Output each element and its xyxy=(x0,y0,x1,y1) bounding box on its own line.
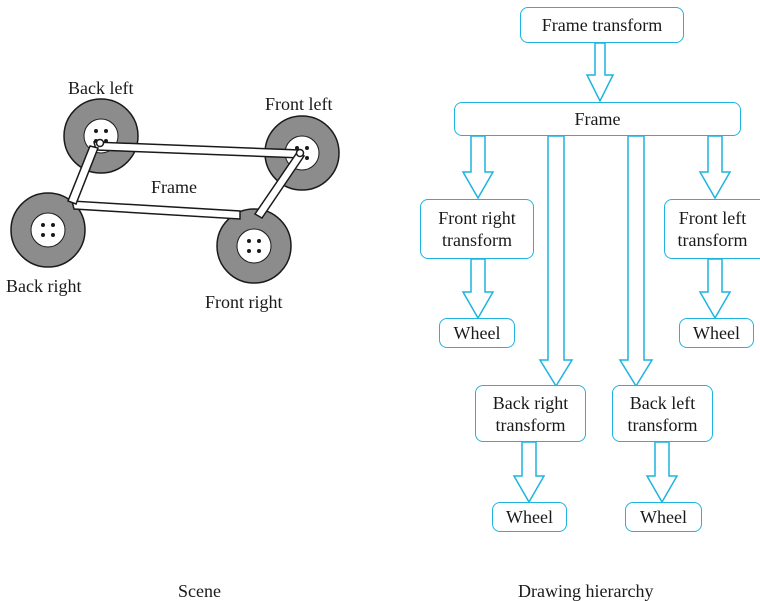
back-right-transform-node: Back right transform xyxy=(475,385,586,442)
frame-node: Frame xyxy=(454,102,741,136)
wheel-front-right-node: Wheel xyxy=(439,318,515,348)
wheel-front-right xyxy=(216,208,292,284)
frame-bars xyxy=(67,138,306,220)
front-right-transform-node: Front right transform xyxy=(420,199,534,259)
wheel-back-right xyxy=(10,192,86,268)
hierarchy-caption: Drawing hierarchy xyxy=(518,581,654,601)
arrow-frame-to-back-left-transform xyxy=(618,135,654,388)
back-left-label: Back left xyxy=(68,78,134,98)
arrow-frame-to-front-right-transform xyxy=(461,135,495,200)
back-right-label: Back right xyxy=(6,276,82,296)
arrow-frame-transform-to-frame xyxy=(585,42,615,103)
front-left-label: Front left xyxy=(265,94,333,114)
arrow-back-right-transform-to-wheel xyxy=(512,441,546,504)
arrow-frame-to-back-right-transform xyxy=(538,135,574,388)
scene-caption: Scene xyxy=(178,581,221,601)
front-right-label: Front right xyxy=(205,292,283,312)
arrow-frame-to-front-left-transform xyxy=(698,135,732,200)
wheel-back-right-node: Wheel xyxy=(492,502,567,532)
wheel-front-left-node: Wheel xyxy=(679,318,754,348)
arrow-front-left-transform-to-wheel xyxy=(698,258,732,320)
frame-transform-node: Frame transform xyxy=(520,7,684,43)
back-left-transform-node: Back left transform xyxy=(612,385,713,442)
front-left-transform-node: Front left transform xyxy=(664,199,760,259)
arrow-back-left-transform-to-wheel xyxy=(645,441,679,504)
wheel-back-left-node: Wheel xyxy=(625,502,702,532)
frame-label: Frame xyxy=(151,177,197,197)
arrow-front-right-transform-to-wheel xyxy=(461,258,495,320)
